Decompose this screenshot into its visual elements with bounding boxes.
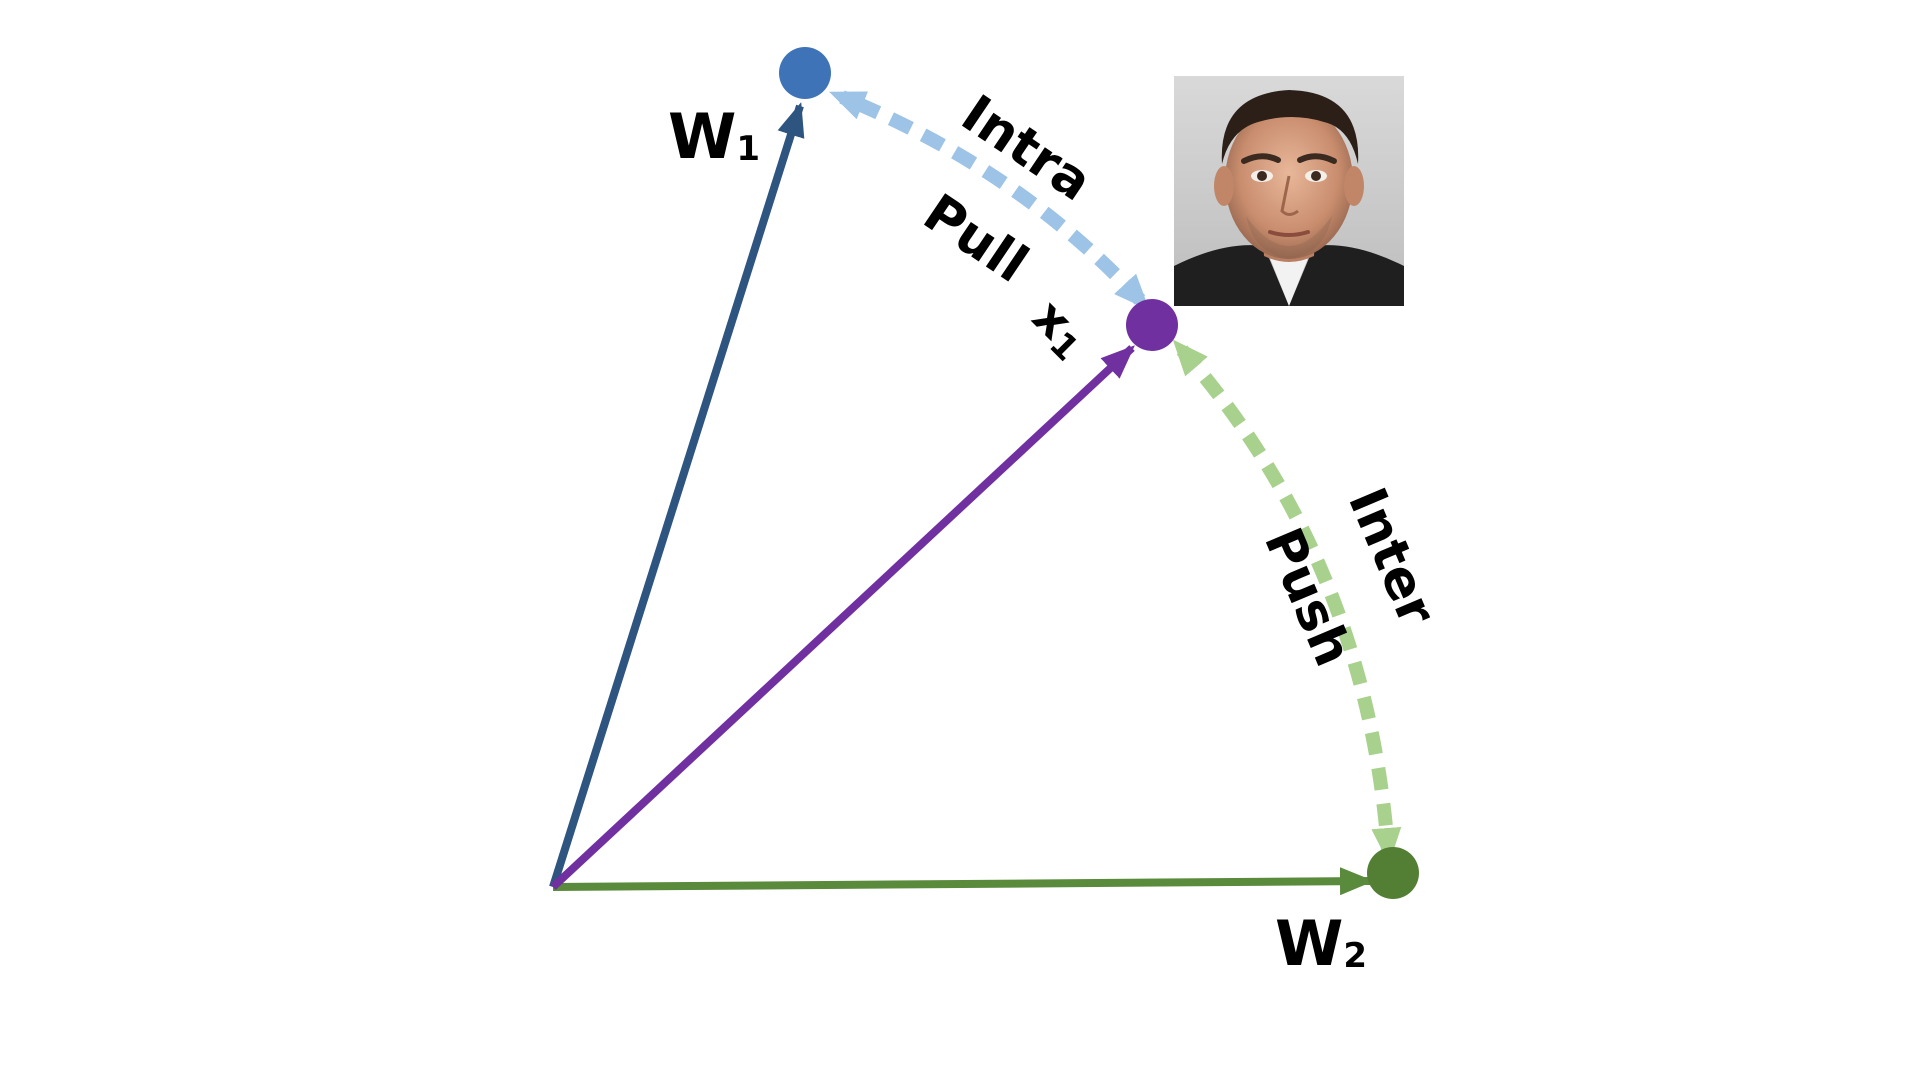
x1-point bbox=[1126, 299, 1178, 351]
w1-label: W1 bbox=[668, 100, 760, 173]
face-photo bbox=[1174, 76, 1404, 306]
x1-label: x1 bbox=[1019, 289, 1099, 369]
w2-label: W2 bbox=[1275, 907, 1367, 980]
x1-vector-arrow bbox=[550, 345, 1135, 890]
w1-point bbox=[779, 47, 831, 99]
push-label: Push bbox=[1252, 520, 1363, 675]
intra-pull-arc bbox=[829, 90, 1150, 311]
inter-push-arc bbox=[1172, 339, 1402, 864]
w2-point bbox=[1367, 847, 1419, 899]
inter-label: Inter bbox=[1336, 480, 1447, 635]
w2-vector-arrow bbox=[552, 867, 1374, 896]
w1-vector-arrow bbox=[549, 102, 805, 889]
